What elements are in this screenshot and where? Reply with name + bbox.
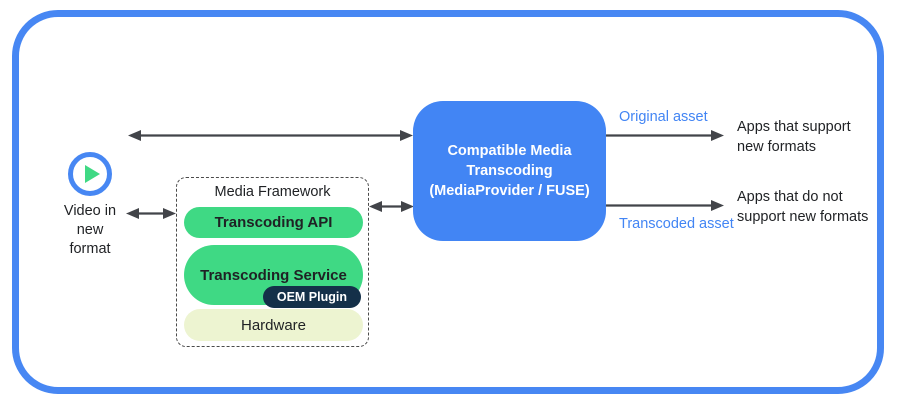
- oem-plugin-badge: OEM Plugin: [262, 286, 361, 308]
- media-framework-box: Media Framework Transcoding API Transcod…: [176, 177, 369, 347]
- transcoded-asset-label: Transcoded asset: [619, 216, 734, 232]
- apps-not-support-node: Apps that do not support new formats: [737, 189, 869, 225]
- video-source-label: Video in new format: [63, 203, 117, 257]
- diagram-border: [12, 10, 884, 394]
- play-triangle-icon: [85, 165, 100, 183]
- arrow-original-asset: [606, 130, 724, 141]
- compatible-media-transcoding-node: Compatible Media Transcoding (MediaProvi…: [413, 101, 606, 241]
- arrow-video-to-framework: [126, 208, 176, 219]
- transcoding-service-node: Transcoding Service OEM Plugin: [184, 245, 363, 308]
- media-framework-title: Media Framework: [214, 184, 331, 200]
- transcoding-service-label: Transcoding Service: [200, 266, 347, 284]
- arrow-framework-to-transcoder: [369, 201, 414, 212]
- apps-support-node: Apps that support new formats: [737, 119, 851, 155]
- transcoding-api-node: Transcoding API: [184, 207, 363, 238]
- arrow-video-to-transcoder: [128, 130, 413, 141]
- hardware-node: Hardware: [184, 309, 363, 341]
- original-asset-label: Original asset: [619, 109, 708, 125]
- arrow-transcoded-asset: [606, 200, 724, 211]
- play-icon: [68, 152, 112, 196]
